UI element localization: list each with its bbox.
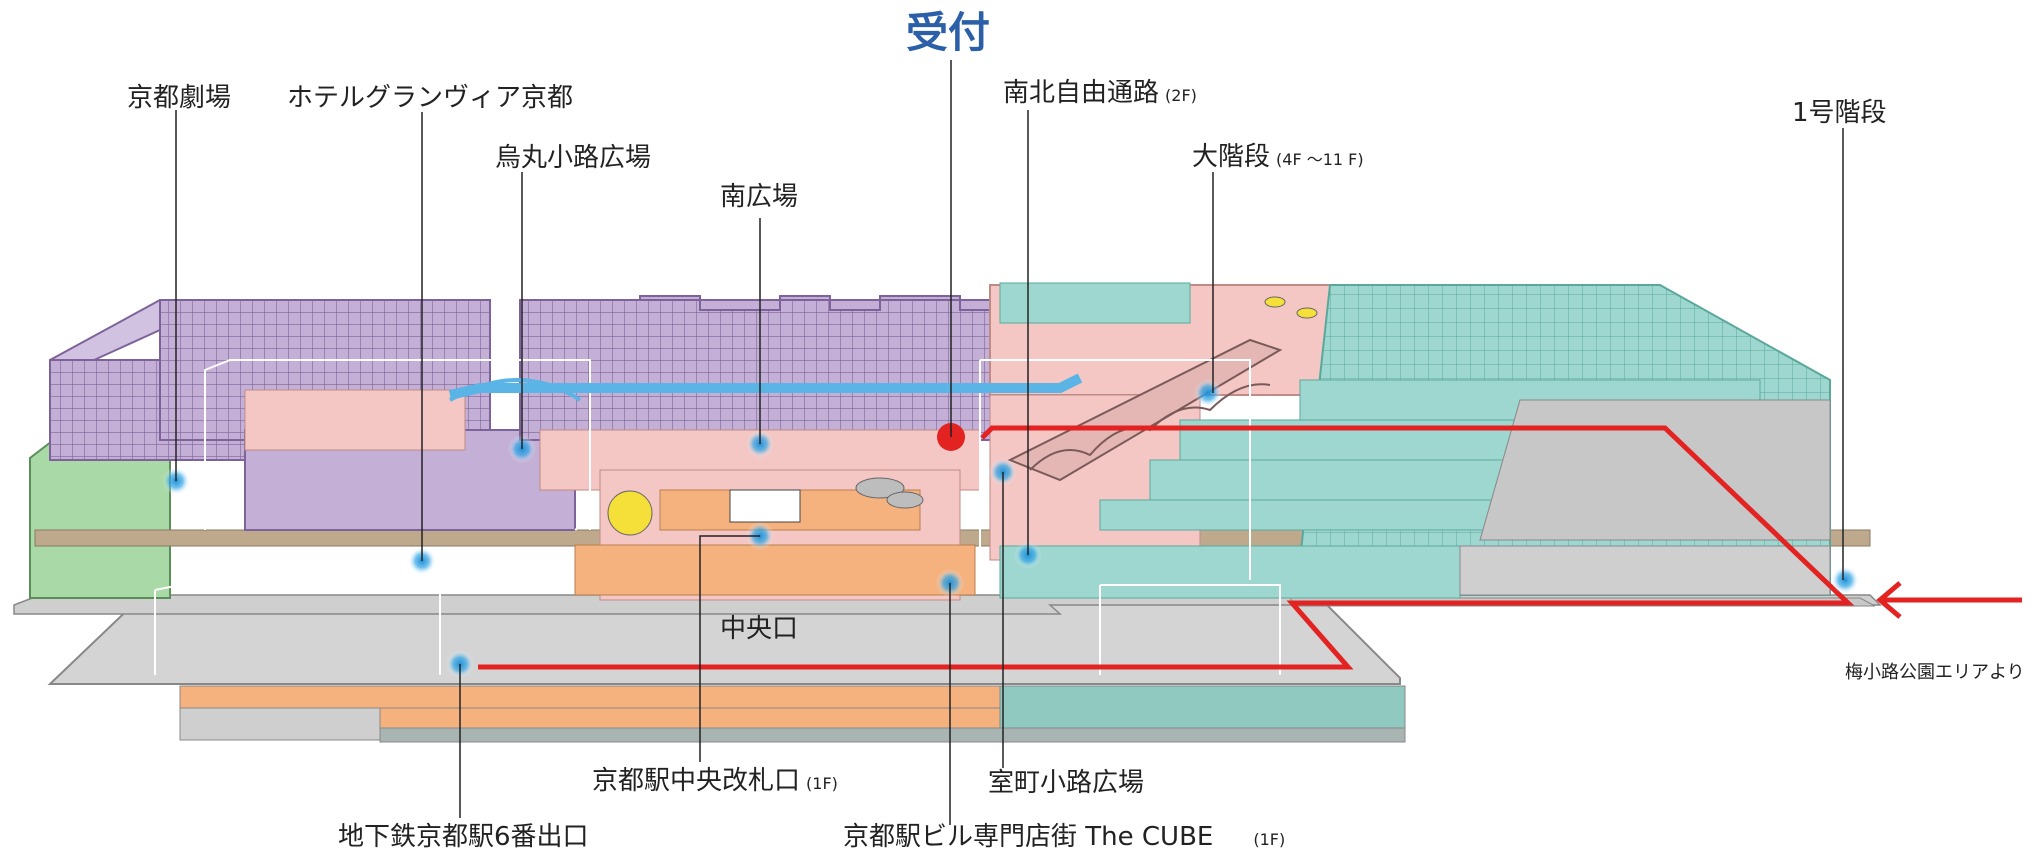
- label-kyoto-theater: 京都劇場: [127, 83, 232, 113]
- east-teal-bottom: [999, 545, 1461, 599]
- central-orange-2: [574, 544, 976, 596]
- label-south-plaza: 南広場: [720, 182, 799, 212]
- label-karasuma: 烏丸小路広場: [495, 143, 652, 173]
- label-grand-stairs: 大階段 (4F ～11 F): [1192, 144, 1364, 170]
- north-south-passage-floor: (2F): [1165, 86, 1197, 105]
- central-gate-text: 京都駅中央改札口: [592, 766, 801, 796]
- grand-stairs-text: 大階段: [1192, 142, 1271, 172]
- label-subway-exit: 地下鉄京都駅6番出口: [338, 822, 589, 852]
- grey-dish-2: [886, 491, 924, 509]
- yellow-flower: [607, 490, 653, 536]
- label-muromachi: 室町小路広場: [988, 768, 1145, 798]
- east-grey-bottom: [1459, 545, 1831, 596]
- grey-dish: [855, 477, 905, 499]
- basement-grey: [179, 707, 381, 741]
- basement-strip: [379, 727, 1406, 743]
- yellow-dish-1: [1264, 296, 1286, 308]
- gate-hall: [729, 489, 801, 523]
- label-umekoji: 梅小路公園エリアより: [1845, 662, 2025, 683]
- blue-arch: [449, 378, 582, 402]
- east-teal-roof: [999, 282, 1191, 324]
- grand-stairs-floor: (4F ～11 F): [1276, 150, 1364, 169]
- east-teal-layer-4: [1099, 499, 1521, 531]
- route-arrow: [1876, 581, 1902, 619]
- reception-title: 受付: [906, 8, 991, 57]
- label-the-cube: 京都駅ビル専門店街 The CUBE (1F): [843, 824, 1285, 850]
- leader-lines: [175, 60, 1844, 825]
- yellow-dish-2: [1296, 307, 1318, 319]
- label-north-south-passage: 南北自由通路 (2F): [1003, 80, 1197, 106]
- route-line: [478, 425, 1855, 670]
- label-central-gate: 京都駅中央改札口 (1F): [592, 768, 838, 794]
- north-south-passage-text: 南北自由通路: [1003, 78, 1160, 108]
- hotel-pink: [244, 389, 466, 451]
- the-cube-text: 京都駅ビル専門店街 The CUBE: [843, 822, 1214, 852]
- basement-west: [179, 685, 1001, 709]
- label-hotel: ホテルグランヴィア京都: [287, 83, 574, 113]
- label-stairs-1: 1号階段: [1792, 98, 1887, 128]
- wire-frames: [154, 359, 1281, 675]
- label-central-exit: 中央口: [720, 614, 799, 644]
- the-cube-floor: (1F): [1253, 830, 1286, 849]
- east-grey-stairs: [1479, 399, 1831, 541]
- central-gate-floor: (1F): [806, 774, 838, 793]
